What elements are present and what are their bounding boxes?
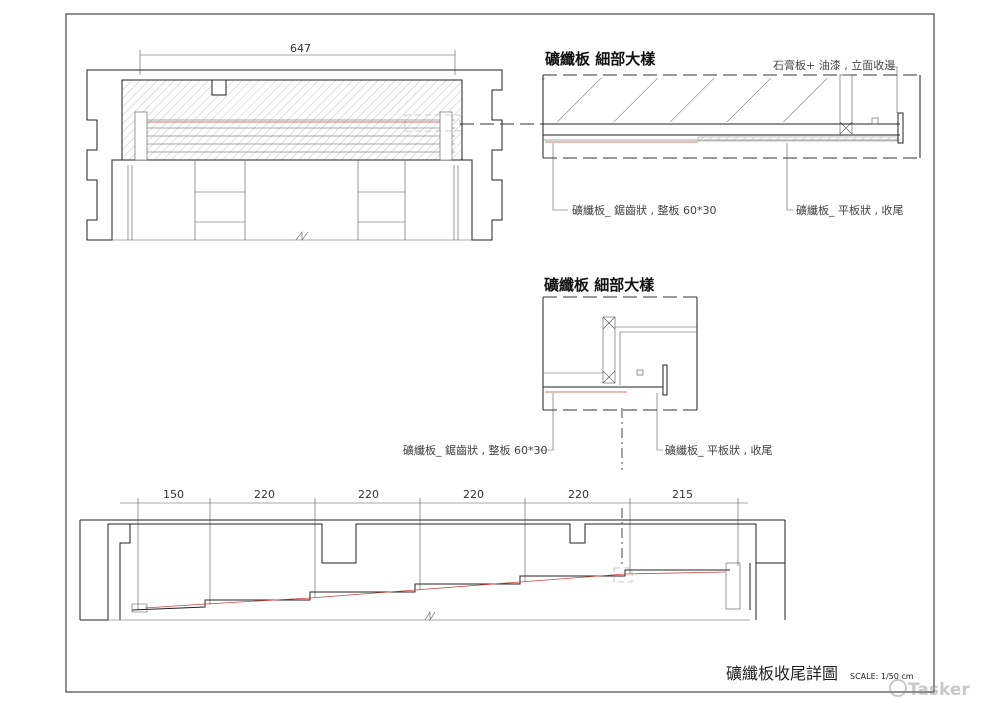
width-dimension: 647 <box>290 42 311 55</box>
detail-2-note-left: 礦纖板_ 鋸齒狀 , 整板 60*30 <box>403 443 547 457</box>
bottom-section: 150 220 220 220 220 215 <box>79 488 786 622</box>
drawing-title: 礦纖板收尾詳圖 <box>726 664 838 683</box>
dim-4: 220 <box>568 488 589 501</box>
dim-1: 220 <box>254 488 275 501</box>
drawing-scale: SCALE: 1/50 cm <box>850 672 914 681</box>
watermark-text: Tasker <box>908 680 970 700</box>
dim-2: 220 <box>358 488 379 501</box>
stepped-ceiling <box>131 508 741 613</box>
detail-1-title: 礦纖板 細部大樣 <box>545 50 656 68</box>
detail-2: 礦纖板 細部大樣 礦纖板_ 鋸齒狀 , 整板 60*30 礦纖板_ 平板狀 , … <box>403 276 773 470</box>
detail-1-note-left: 礦纖板_ 鋸齒狀 , 整板 60*30 <box>572 203 716 217</box>
detail-2-title: 礦纖板 細部大樣 <box>544 276 655 294</box>
detail-2-note-right: 礦纖板_ 平板狀 , 收尾 <box>665 443 773 457</box>
detail-1-note-right: 礦纖板_ 平板狀 , 收尾 <box>796 203 904 217</box>
sheet-border <box>65 13 935 693</box>
dim-5: 215 <box>672 488 693 501</box>
detail-1-note-top: 石膏板+ 油漆 , 立面收邊 <box>773 58 895 72</box>
dim-0: 150 <box>163 488 184 501</box>
detail-1: 礦纖板 細部大樣 石膏板+ 油漆 , 立面收邊 礦纖板_ 鋸齒狀 , 整板 60… <box>542 50 921 217</box>
top-elevation: 647 <box>86 42 545 241</box>
dim-3: 220 <box>463 488 484 501</box>
watermark: Tasker <box>889 679 970 700</box>
